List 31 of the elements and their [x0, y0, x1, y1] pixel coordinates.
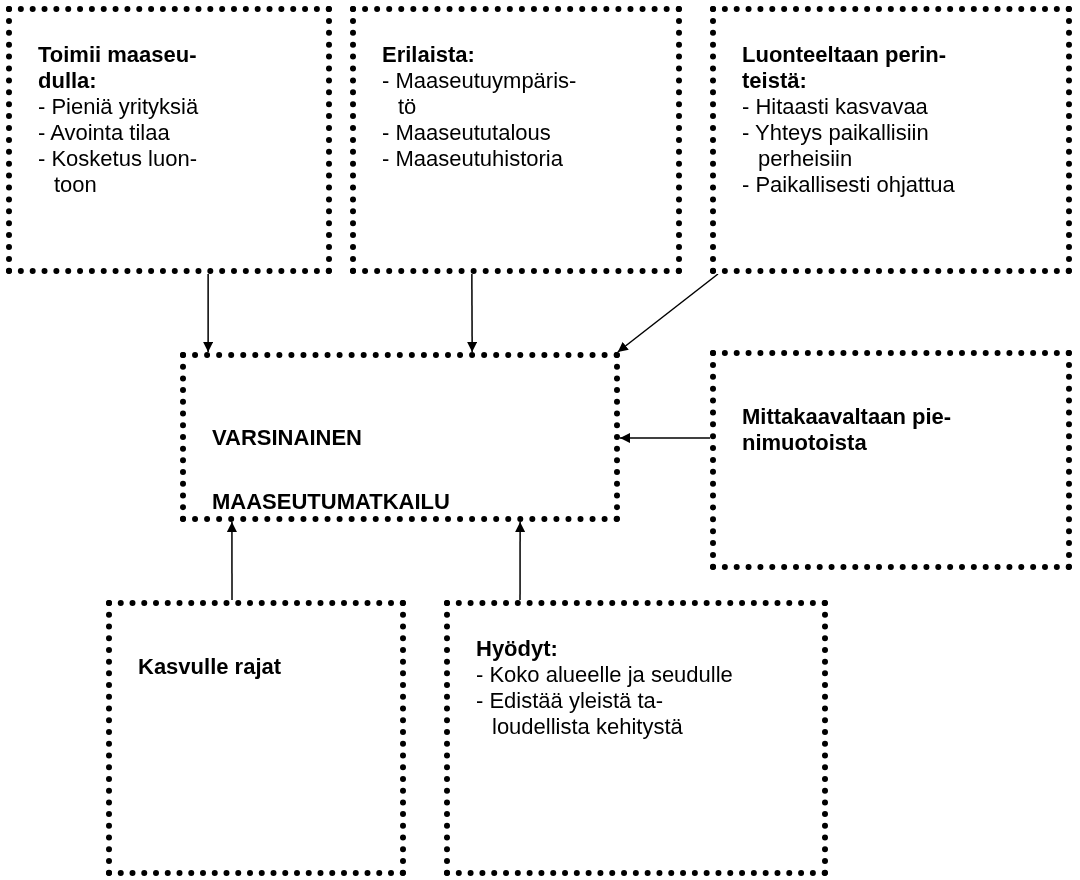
list-item: - Maaseutuhistoria [382, 146, 564, 172]
heading: Luonteeltaan perin- teistä: [742, 42, 948, 94]
list-item: - Maaseutuympäris- tö [382, 68, 578, 120]
list-item: - Yhteys paikallisiin perheisiin [742, 120, 930, 172]
dotted-box [6, 6, 332, 274]
heading: Erilaista: [382, 42, 476, 68]
list-item: - Kosketus luon- toon [38, 146, 198, 198]
heading: Kasvulle rajat [138, 654, 283, 680]
arrow [515, 521, 526, 601]
dotted-box [106, 600, 406, 876]
arrow [467, 273, 478, 353]
arrow [617, 273, 719, 353]
arrow [619, 433, 711, 443]
dotted-box [710, 6, 1072, 274]
heading: Hyödyt: [476, 636, 559, 662]
arrow [226, 521, 237, 601]
heading: VARSINAINEN MAASEUTUMATKAILU [212, 424, 451, 516]
list-item: - Pieniä yrityksiä [38, 94, 200, 120]
list-item: - Edistää yleistä ta- loudellista kehitystä [476, 688, 684, 740]
heading: Toimii maaseu- dulla: [38, 42, 198, 94]
list-item: - Hitaasti kasvavaa [742, 94, 929, 120]
arrow [203, 273, 214, 353]
list-item: - Maaseututalous [382, 120, 552, 146]
list-item: - Avointa tilaa [38, 120, 171, 146]
dotted-box [180, 352, 620, 522]
heading: Mittakaavaltaan pie- nimuotoista [742, 404, 953, 456]
dotted-box [710, 350, 1072, 570]
dotted-box [444, 600, 828, 876]
list-item: - Paikallisesti ohjattua [742, 172, 956, 198]
dotted-box [350, 6, 682, 274]
list-item: - Koko alueelle ja seudulle [476, 662, 734, 688]
